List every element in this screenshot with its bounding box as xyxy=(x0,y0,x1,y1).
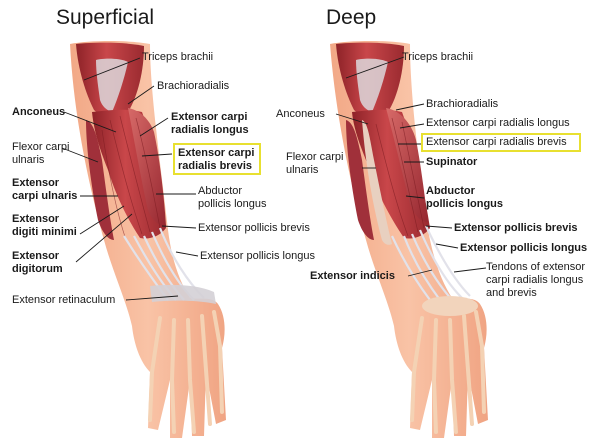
superficial-striations xyxy=(101,115,161,241)
deep-striations xyxy=(375,117,425,237)
deep-label-ecrl: Extensor carpi radialis longus xyxy=(426,117,570,129)
deep-triceps-tendon xyxy=(356,58,388,112)
deep-label-supinator: Supinator xyxy=(426,156,478,168)
deep-title: Deep xyxy=(326,6,377,29)
deep-finger-bones xyxy=(410,310,486,434)
sup-label-ecrl: Extensor carpi radialis longus xyxy=(171,111,249,136)
deep-label-epl: Extensor pollicis longus xyxy=(460,242,588,254)
sup-label-ed: Extensor digitorum xyxy=(12,250,63,275)
superficial-finger-bones xyxy=(148,310,224,434)
superficial-fcu-muscle xyxy=(86,120,114,240)
deep-label-anconeus: Anconeus xyxy=(276,108,325,120)
deep-label-brachioradialis: Brachioradialis xyxy=(426,98,499,110)
deep-carpal-bones xyxy=(422,296,478,316)
deep-label-apl: Abductor pollicis longus xyxy=(426,185,504,210)
sup-label-ecu: Extensor carpi ulnaris xyxy=(12,177,78,202)
deep-label-epb: Extensor pollicis brevis xyxy=(454,222,578,234)
deep-label-triceps: Triceps brachii xyxy=(402,51,474,63)
deep-label-ecrb: Extensor carpi radialis brevis xyxy=(426,136,567,148)
superficial-title: Superficial xyxy=(56,6,155,29)
deep-label-tendons: Tendons of extensor carpi radialis longu… xyxy=(486,261,586,299)
deep-ulna-bone xyxy=(362,120,392,245)
superficial-arm xyxy=(70,41,226,438)
sup-label-ecrb: Extensor carpi radialis brevis xyxy=(178,147,255,172)
deep-label-fcu: Flexor carpi ulnaris xyxy=(286,151,344,176)
deep-highlight-box xyxy=(421,133,581,152)
superficial-retinaculum xyxy=(150,284,216,304)
sup-label-triceps: Triceps brachii xyxy=(142,51,214,63)
sup-label-retinaculum: Extensor retinaculum xyxy=(12,294,116,306)
deep-arm xyxy=(330,41,488,438)
sup-label-apl: Abductor pollicis longus xyxy=(198,185,267,210)
sup-label-anconeus: Anconeus xyxy=(12,106,66,118)
deep-tendons xyxy=(391,225,471,301)
sup-label-edm: Extensor digiti minimi xyxy=(12,213,77,238)
sup-highlight-box xyxy=(173,143,261,175)
sup-label-epb: Extensor pollicis brevis xyxy=(198,222,310,234)
sup-label-brachioradialis: Brachioradialis xyxy=(157,80,230,92)
superficial-ecrl-muscle xyxy=(128,108,166,226)
sup-label-epl: Extensor pollicis longus xyxy=(200,250,315,262)
deep-fcu-muscle xyxy=(346,120,374,240)
deep-label-ei: Extensor indicis xyxy=(310,270,395,282)
sup-label-fcu: Flexor carpi ulnaris xyxy=(12,141,70,166)
leader-lines xyxy=(61,56,487,301)
